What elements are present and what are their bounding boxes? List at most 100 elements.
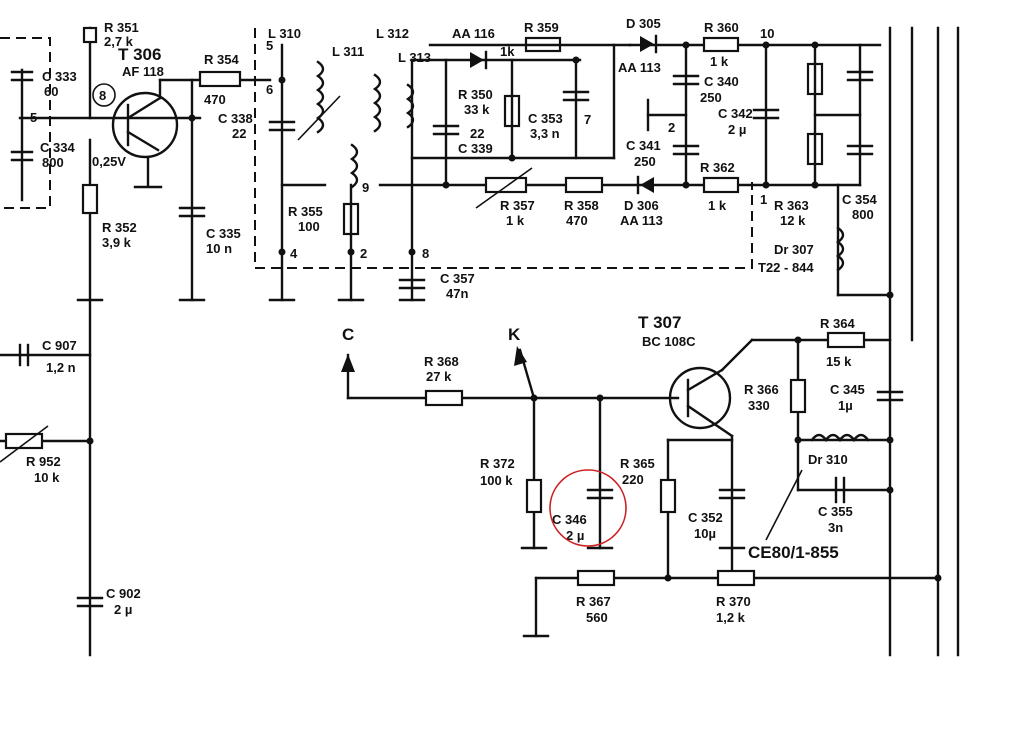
terminal-c-arrow [341,354,355,372]
r362-resistor [702,176,740,194]
pin-2b-label: 2 [668,120,675,135]
r364-value: 15 k [826,354,852,369]
r364-resistor [826,331,866,349]
junction-dot [794,336,802,344]
r354-value: 470 [204,92,226,107]
t306-emitter [126,130,160,152]
junction-dot [682,181,690,189]
c357-value: 47n [446,286,468,301]
d306-diode [640,177,654,193]
t307-transistor [668,366,732,430]
c346-label: C 346 [552,512,587,527]
c345-value: 1µ [838,398,853,413]
t306-type: AF 118 [122,64,164,79]
junction-dot [188,114,196,122]
c352-label: C 352 [688,510,723,525]
left-shield-outline [0,37,51,209]
r370-label: R 370 [716,594,751,609]
c902-value: 2 µ [114,602,132,617]
r363-label: R 363 [774,198,809,213]
d305-type: AA 113 [618,60,661,75]
dr307-label: Dr 307 [774,242,814,257]
terminal-k-label: K [508,325,521,344]
c353-label: C 353 [528,111,563,126]
c334-label: C 334 [40,140,75,155]
r952-trim-arrow [0,425,49,463]
c333-value: 60 [44,84,58,99]
d306-type: AA 113 [620,213,663,228]
c353-value: 3,3 n [530,126,560,141]
r368-value: 27 k [426,369,452,384]
terminal-c-label: C [342,325,354,344]
junction-dot [886,436,894,444]
c355-label: C 355 [818,504,853,519]
t307-label: T 307 [638,313,681,332]
junction-dot [794,436,802,444]
r370-value: 1,2 k [716,610,746,625]
r351-resistor [82,26,98,44]
dr307-value: T22 - 844 [758,260,814,275]
r365-value: 220 [622,472,644,487]
r360-label: R 360 [704,20,739,35]
r352-label: R 352 [102,220,137,235]
r368-label: R 368 [424,354,459,369]
r360-value: 1 k [710,54,729,69]
r370-resistor [716,569,756,587]
c340-value: 250 [700,90,722,105]
c342-value: 2 µ [728,122,746,137]
t306-bias: 0,25V [92,154,126,169]
c339-label: C 339 [458,141,493,156]
junction-dot [442,181,450,189]
r358-value: 470 [566,213,588,228]
pin-5-label: 5 [30,110,37,125]
l310-coil [315,60,325,134]
r368-resistor [424,389,464,407]
junction-dot [762,181,770,189]
r351-label: R 351 [104,20,139,35]
pin-1-label: 1 [760,192,767,207]
aa116-diode [470,52,484,68]
junction-dot [886,291,894,299]
junction-dot [934,574,942,582]
t307-type: BC 108C [642,334,696,349]
junction-dot [682,41,690,49]
r372-label: R 372 [480,456,515,471]
l310-tuning-arrow [297,95,341,141]
r358-label: R 358 [564,198,599,213]
junction-dot [762,41,770,49]
c341-label: C 341 [626,138,661,153]
junction-dot [596,394,604,402]
pin-5b-label: 5 [266,38,273,53]
junction-dot [408,248,416,256]
c354-value: 800 [852,207,874,222]
pin-6-label: 6 [266,82,273,97]
t306-collector [126,96,162,120]
r366-resistor [789,378,807,414]
r362-value: 1 k [708,198,727,213]
c342-label: C 342 [718,106,753,121]
junction-dot [811,181,819,189]
l313-label: L 313 [398,50,431,65]
r359-label: R 359 [524,20,559,35]
l311-coil [349,143,359,189]
junction-dot [664,574,672,582]
r365-label: R 365 [620,456,655,471]
r350-value: 33 k [464,102,490,117]
r952-value: 10 k [34,470,60,485]
c907-label: C 907 [42,338,77,353]
r362-label: R 362 [700,160,735,175]
c340-label: C 340 [704,74,739,89]
measure-point-label: 8 [99,88,106,103]
if-shield-outline [254,28,753,269]
measure-point-8 [92,83,116,107]
d306-label: D 306 [624,198,659,213]
c335-value: 10 n [206,241,232,256]
terminal-k-arrow [514,346,527,366]
c335-label: C 335 [206,226,241,241]
r357-value: 1 k [506,213,525,228]
r352-value: 3,9 k [102,235,132,250]
junction-dot [811,41,819,49]
r352-resistor [81,183,99,215]
r363-value: 12 k [780,213,806,228]
